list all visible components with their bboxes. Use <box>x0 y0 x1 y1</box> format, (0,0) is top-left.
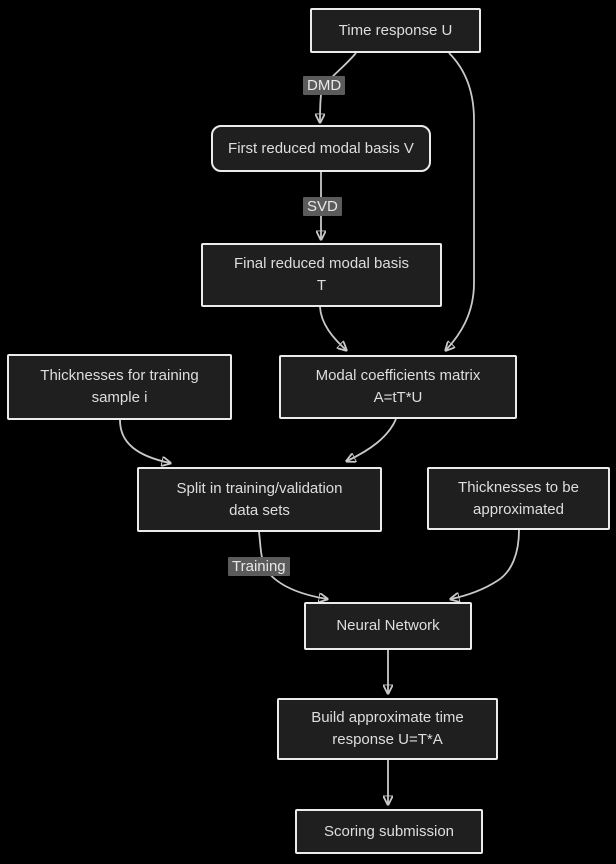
node-thicknesses-for-training: Thicknesses for training sample i <box>7 354 232 420</box>
node-thicknesses-to-be-approximated: Thicknesses to be approximated <box>427 467 610 530</box>
edge-label-dmd: DMD <box>303 76 346 95</box>
edge-thicknessestraining-split <box>119 419 170 463</box>
node-split-training-validation: Split in training/validation data sets <box>137 467 382 532</box>
node-modal-coefficients-matrix: Modal coefficients matrix A=tT*U <box>279 355 517 419</box>
edge-finalbasis-modalcoefficients <box>319 306 346 350</box>
node-build-approximate-time-response: Build approximate time response U=T*A <box>277 698 498 760</box>
edge-label-training: Training <box>228 557 290 576</box>
edge-timeresponse-modalcoefficients <box>446 52 475 350</box>
edge-label-svd: SVD <box>303 197 342 216</box>
node-neural-network: Neural Network <box>304 602 472 650</box>
node-time-response: Time response U <box>310 8 481 53</box>
edge-modalcoefficients-split <box>347 418 397 461</box>
node-scoring-submission: Scoring submission <box>295 809 483 854</box>
node-first-reduced-modal-basis: First reduced modal basis V <box>211 125 431 172</box>
edge-timeresponse-firstbasis <box>320 52 357 122</box>
edge-thicknessesapprox-neuralnetwork <box>451 529 520 599</box>
node-final-reduced-modal-basis: Final reduced modal basis T <box>201 243 442 307</box>
